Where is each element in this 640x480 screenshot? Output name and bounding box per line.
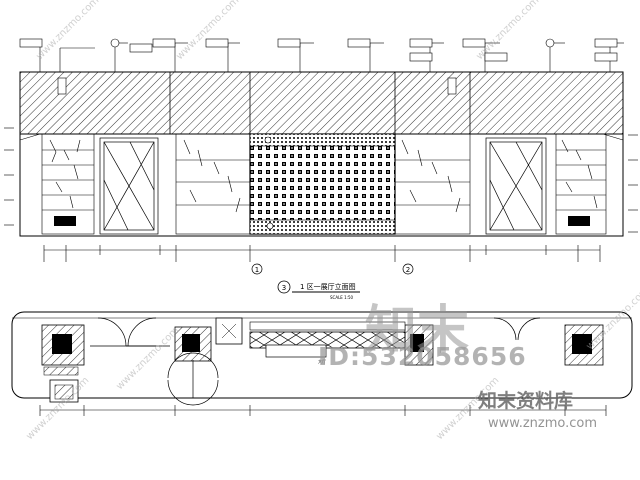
level-markers xyxy=(4,127,638,233)
svg-text:www.znzmo.com: www.znzmo.com xyxy=(174,0,241,62)
plan-display-band xyxy=(249,331,406,349)
plan-column-left xyxy=(41,324,85,366)
svg-text:1: 1 xyxy=(255,266,259,274)
door-panel-right xyxy=(485,137,547,235)
plan-door-swings xyxy=(90,317,541,406)
floor-plan-view: 大厅 xyxy=(11,311,633,416)
watermark-url: www.znzmo.com xyxy=(488,416,598,431)
plan-column-right xyxy=(564,324,604,366)
grid-marker-1: 1 xyxy=(251,263,263,275)
elevation-title: 3 1 区一展厅立面图 SCALE 1:50 xyxy=(277,280,360,300)
grid-marker-2: 2 xyxy=(402,263,414,275)
callout-leaders xyxy=(39,42,624,72)
callout-tag-boxes xyxy=(19,38,618,62)
svg-text:1 区一展厅立面图: 1 区一展厅立面图 xyxy=(300,282,356,291)
watermark-site-name: 知末资料库 xyxy=(478,390,574,412)
plan-dimension-line xyxy=(39,405,607,416)
plan-column-center-right xyxy=(404,324,434,366)
svg-text:2: 2 xyxy=(406,266,410,274)
svg-text:SCALE 1:50: SCALE 1:50 xyxy=(330,295,354,300)
display-cabinet-right xyxy=(394,133,471,235)
svg-text:大厅: 大厅 xyxy=(318,358,326,364)
svg-text:www.znzmo.com: www.znzmo.com xyxy=(34,0,101,62)
svg-text:www.znzmo.com: www.znzmo.com xyxy=(474,0,541,62)
feature-wall-grid xyxy=(249,133,396,235)
shelf-right xyxy=(555,133,607,235)
watermark-id: ID:532058656 xyxy=(318,342,527,371)
ceiling-band xyxy=(19,71,624,135)
shelf-left xyxy=(41,133,95,235)
elevation-view xyxy=(4,38,638,262)
elevation-dimension-line xyxy=(43,245,601,262)
plan-column-center-left xyxy=(174,326,212,362)
door-panel-left xyxy=(99,137,159,235)
svg-text:3: 3 xyxy=(282,284,286,292)
watermark-logo: 知末 xyxy=(365,301,470,361)
